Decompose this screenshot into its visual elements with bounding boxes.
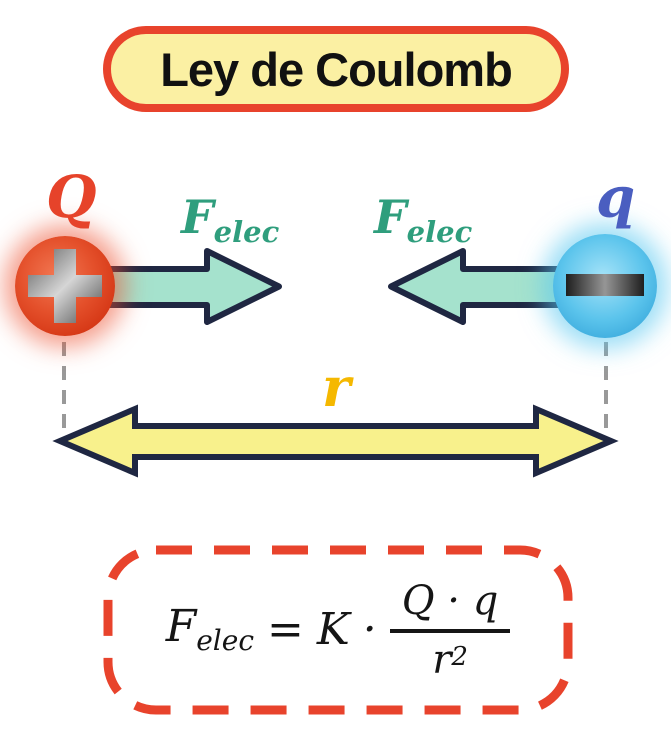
title-banner: Ley de Coulomb <box>103 26 569 112</box>
formula-lhs-main: F <box>165 601 197 652</box>
page-title: Ley de Coulomb <box>160 42 513 96</box>
force-arrow-left-icon <box>388 248 580 325</box>
force-label-subscript: elec <box>213 215 280 249</box>
force-label-left: Felec <box>181 194 279 247</box>
negative-charge-sphere <box>553 234 657 338</box>
denominator-exponent: 2 <box>451 641 468 672</box>
distance-label: r <box>322 355 351 419</box>
formula-box: Felec = K · Q · q r2 <box>103 545 573 715</box>
coulomb-constant: K <box>316 604 350 655</box>
plus-icon <box>28 249 102 323</box>
force-label-subscript: elec <box>406 215 473 249</box>
charge-small-label: q <box>596 165 636 231</box>
positive-charge-sphere <box>15 236 115 336</box>
force-label-right: Felec <box>374 194 472 247</box>
formula-lhs-subscript: elec <box>196 624 254 657</box>
fraction-denominator: r2 <box>432 633 468 680</box>
equals-sign: = <box>267 604 304 655</box>
minus-icon <box>566 274 644 296</box>
force-arrow-right-icon <box>92 248 282 325</box>
formula-fraction: Q · q r2 <box>389 581 511 680</box>
denominator-base: r <box>432 636 452 683</box>
fraction-numerator: Q · q <box>389 581 511 633</box>
coulomb-formula: Felec = K · Q · q r2 <box>166 581 511 680</box>
formula-lhs: Felec <box>166 605 254 655</box>
force-label-main: F <box>181 190 214 244</box>
charge-large-label: Q <box>46 163 97 231</box>
formula-dashed-frame <box>103 545 573 715</box>
distance-double-arrow <box>52 404 619 478</box>
multiply-dot: · <box>362 604 377 655</box>
force-label-main: F <box>374 190 407 244</box>
